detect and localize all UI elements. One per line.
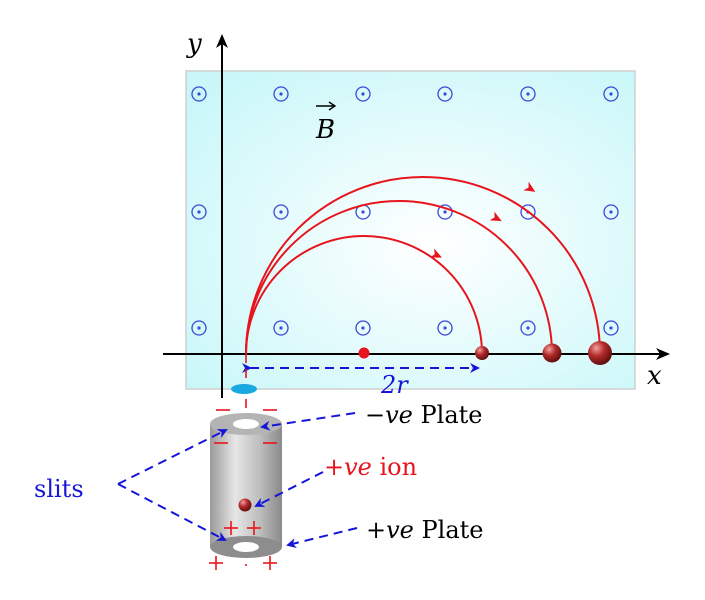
pointer-pos-plate	[286, 527, 358, 548]
ion-in-source	[238, 498, 252, 512]
pointer-neg-plate	[260, 412, 356, 431]
field-dot-center	[279, 326, 283, 330]
x-axis-label: x	[647, 361, 662, 391]
positive-plate-label: +ve Plate	[366, 516, 483, 544]
field-out-of-page-icon	[603, 320, 619, 336]
ion-heavy	[588, 341, 612, 365]
field-out-of-page-icon	[355, 320, 371, 336]
field-out-of-page-icon	[273, 86, 289, 102]
positive-plate-signs	[209, 521, 277, 570]
field-out-of-page-icon	[191, 86, 207, 102]
ion-light	[475, 346, 489, 360]
field-dot-center	[197, 92, 201, 96]
field-label: B	[315, 101, 337, 145]
pointer-slit-top	[117, 429, 228, 485]
field-dot-center	[361, 210, 365, 214]
pointer-slit-bottom	[117, 483, 227, 541]
field-out-of-page-icon	[437, 204, 453, 220]
field-dot-center	[609, 210, 613, 214]
field-symbol: B	[315, 115, 335, 145]
slits-label: slits	[34, 475, 84, 503]
entrance-slit	[231, 384, 257, 394]
field-dot-center	[609, 92, 613, 96]
pointer-ion	[254, 471, 324, 507]
field-dot-center	[526, 92, 530, 96]
vector-arrow-icon	[316, 101, 337, 111]
arrowhead-icon	[489, 211, 502, 222]
field-dot-center	[197, 326, 201, 330]
field-out-of-page-icon	[273, 320, 289, 336]
field-out-of-page-icon	[603, 86, 619, 102]
negative-plate-label: −ve Plate	[365, 401, 482, 429]
field-dot-center	[526, 326, 530, 330]
field-out-of-page-icon	[603, 204, 619, 220]
ion-trajectories	[245, 176, 601, 355]
center-dot	[358, 347, 370, 359]
trajectory-medium	[245, 200, 553, 355]
field-dot-center	[361, 326, 365, 330]
top-slit-hole	[233, 419, 259, 429]
trajectory-small	[245, 235, 483, 355]
field-out-of-page-icon	[191, 320, 207, 336]
ion-medium	[542, 343, 562, 363]
field-dot-center	[361, 92, 365, 96]
field-out-of-page-icon	[437, 320, 453, 336]
field-out-of-page-icon	[437, 86, 453, 102]
field-out-of-page-icon	[520, 320, 536, 336]
dimension-label: 2r	[380, 371, 409, 399]
field-out-of-page-icon	[520, 204, 536, 220]
field-out-of-page-icon	[520, 86, 536, 102]
field-dot-center	[443, 92, 447, 96]
arrowhead-icon	[429, 248, 442, 258]
field-dot-center	[279, 210, 283, 214]
field-dot-center	[279, 92, 283, 96]
field-out-of-page-icon	[191, 204, 207, 220]
field-out-of-page-icon	[273, 204, 289, 220]
trajectory-arrowheads	[429, 181, 536, 258]
magnetic-field-region	[185, 70, 636, 390]
ion-label: +ve ion	[324, 453, 417, 481]
field-dots	[191, 86, 619, 336]
field-dot-center	[197, 210, 201, 214]
ion-source-cylinder	[210, 413, 282, 558]
field-dot-center	[443, 210, 447, 214]
field-dot-center	[443, 326, 447, 330]
field-dot-center	[609, 326, 613, 330]
y-axis-label: y	[186, 29, 202, 59]
field-out-of-page-icon	[355, 86, 371, 102]
arrowhead-icon	[523, 181, 536, 192]
pointer-arrows	[117, 412, 358, 548]
bottom-slit-hole	[233, 542, 259, 552]
negative-plate-signs	[214, 409, 277, 444]
trajectory-large	[245, 176, 601, 355]
